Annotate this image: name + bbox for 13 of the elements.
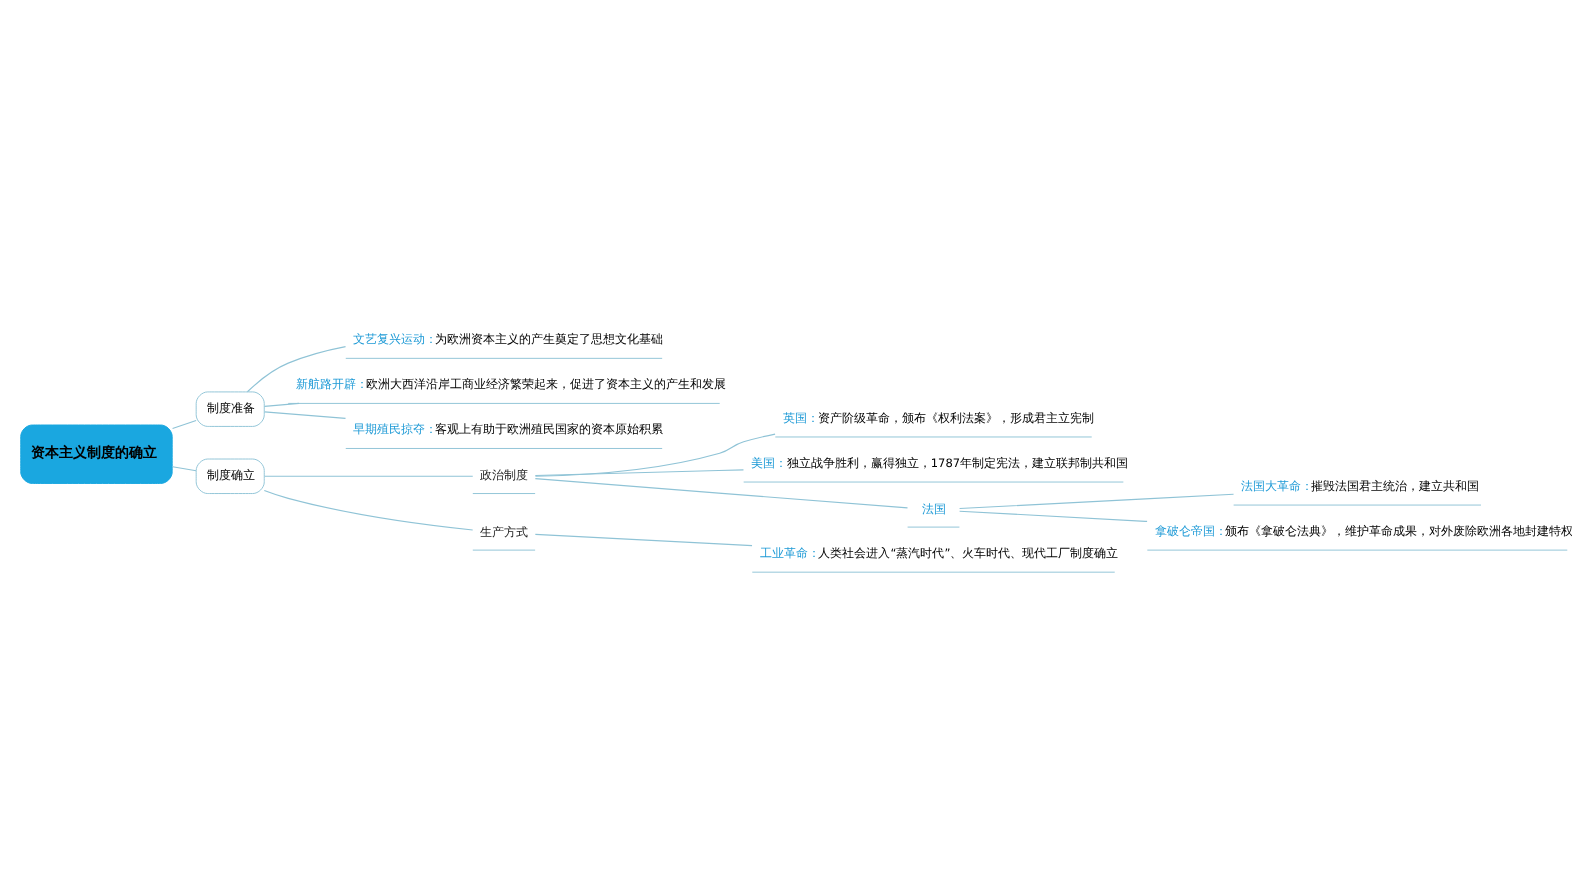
connector: [959, 492, 1235, 509]
connector: [263, 488, 474, 530]
connector: [534, 432, 776, 476]
connector: [172, 465, 197, 471]
connector: [246, 345, 347, 392]
connector: [263, 401, 300, 406]
connector: [534, 532, 753, 546]
connector: [534, 477, 909, 508]
connector: [263, 474, 474, 476]
connector: [959, 509, 1148, 521]
connector: [172, 418, 197, 429]
connector: [263, 410, 347, 418]
connector: [534, 468, 745, 476]
